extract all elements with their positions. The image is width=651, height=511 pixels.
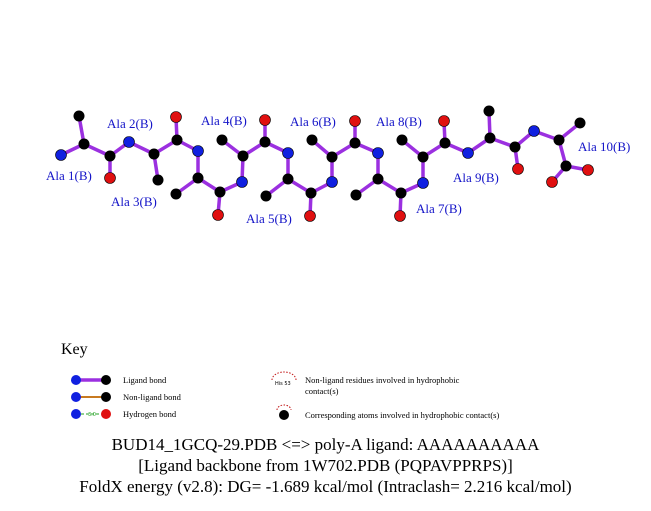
carbon-atom (305, 187, 317, 199)
oxygen-atom (349, 115, 361, 127)
ligand-atoms (55, 105, 594, 222)
carbon-atom (484, 132, 496, 144)
nitrogen-atom (192, 145, 204, 157)
carbon-atom (574, 117, 586, 129)
carbon-atom (560, 160, 572, 172)
nitrogen-atom (462, 147, 474, 159)
carbon-atom (260, 190, 272, 202)
key-title: Key (61, 341, 88, 358)
caption-line-3: FoldX energy (v2.8): DG= -1.689 kcal/mol… (79, 477, 572, 496)
carbon-atom (170, 188, 182, 200)
residue-labels: Ala 1(B) Ala 2(B) Ala 3(B) Ala 4(B) Ala … (46, 113, 630, 226)
nitrogen-atom (282, 147, 294, 159)
key-hydrophobic-residues-line2: contact(s) (305, 386, 339, 396)
nitrogen-atom (372, 147, 384, 159)
carbon-atom (148, 148, 160, 160)
nitrogen-atom (417, 177, 429, 189)
carbon-atom (73, 110, 85, 122)
hydrophobic-atom-arc-icon (276, 404, 292, 411)
carbon-atom (282, 173, 294, 185)
carbon-atom (152, 174, 164, 186)
residue-label-ala-10: Ala 10(B) (578, 139, 630, 154)
nitrogen-atom (55, 149, 67, 161)
nitrogen-atom (528, 125, 540, 137)
oxygen-atom (512, 163, 524, 175)
nitrogen-atom (236, 176, 248, 188)
oxygen-atom (259, 114, 271, 126)
oxygen-atom (304, 210, 316, 222)
hydrophobic-arc-icon (271, 371, 297, 381)
residue-label-ala-4: Ala 4(B) (201, 113, 247, 128)
oxygen-atom (212, 209, 224, 221)
key-hydrophobic-atoms-label: Corresponding atoms involved in hydropho… (305, 410, 499, 420)
residue-label-ala-8: Ala 8(B) (376, 114, 422, 129)
carbon-atom (349, 137, 361, 149)
oxygen-atom (582, 164, 594, 176)
oxygen-atom (394, 210, 406, 222)
residue-label-ala-3: Ala 3(B) (111, 194, 157, 209)
residue-label-ala-5: Ala 5(B) (246, 211, 292, 226)
key-hydrophobic-atoms: Corresponding atoms involved in hydropho… (276, 404, 499, 420)
carbon-atom (306, 134, 318, 146)
oxygen-atom (438, 115, 450, 127)
carbon-atom (214, 186, 226, 198)
residue-label-ala-6: Ala 6(B) (290, 114, 336, 129)
carbon-atom (259, 136, 271, 148)
carbon-atom (553, 134, 565, 146)
carbon-atom (417, 151, 429, 163)
residue-label-ala-7: Ala 7(B) (416, 201, 462, 216)
carbon-atom (396, 134, 408, 146)
residue-label-ala-2: Ala 2(B) (107, 116, 153, 131)
carbon-atom (350, 189, 362, 201)
oxygen-atom (546, 176, 558, 188)
carbon-atom (237, 150, 249, 162)
carbon-atom (372, 173, 384, 185)
key-ligand-bond-label: Ligand bond (123, 375, 167, 385)
oxygen-atom (104, 172, 116, 184)
key-non-ligand-bond-label: Non-ligand bond (123, 392, 182, 402)
carbon-atom (326, 151, 338, 163)
key-hydrophobic-residues-line1: Non-ligand residues involved in hydropho… (305, 375, 460, 385)
carbon-atom (78, 138, 90, 150)
caption-line-1: BUD14_1GCQ-29.PDB <=> poly-A ligand: AAA… (111, 435, 540, 454)
carbon-atom (483, 105, 495, 117)
key-hydrogen-bond-label: Hydrogen bond (123, 409, 177, 419)
oxygen-atom (170, 111, 182, 123)
carbon-atom (192, 172, 204, 184)
carbon-atom (509, 141, 521, 153)
key-hbond-distance: 3.0 (88, 412, 96, 418)
residue-label-ala-1: Ala 1(B) (46, 168, 92, 183)
caption-line-2: [Ligand backbone from 1W702.PDB (PQPAVPP… (138, 456, 513, 475)
nitrogen-atom (326, 176, 338, 188)
carbon-atom (439, 137, 451, 149)
key-hydrophobic-residue: His 53 Non-ligand residues involved in h… (271, 371, 460, 396)
nitrogen-atom (123, 136, 135, 148)
key-hydrophobic-example: His 53 (275, 381, 291, 387)
residue-label-ala-9: Ala 9(B) (453, 170, 499, 185)
carbon-atom (171, 134, 183, 146)
key-non-ligand-bond: Non-ligand bond (71, 392, 182, 402)
carbon-atom (395, 187, 407, 199)
carbon-atom (104, 150, 116, 162)
carbon-atom (216, 134, 228, 146)
key-hydrogen-bond: 3.0 Hydrogen bond (71, 409, 177, 419)
key-ligand-bond: Ligand bond (71, 375, 167, 385)
